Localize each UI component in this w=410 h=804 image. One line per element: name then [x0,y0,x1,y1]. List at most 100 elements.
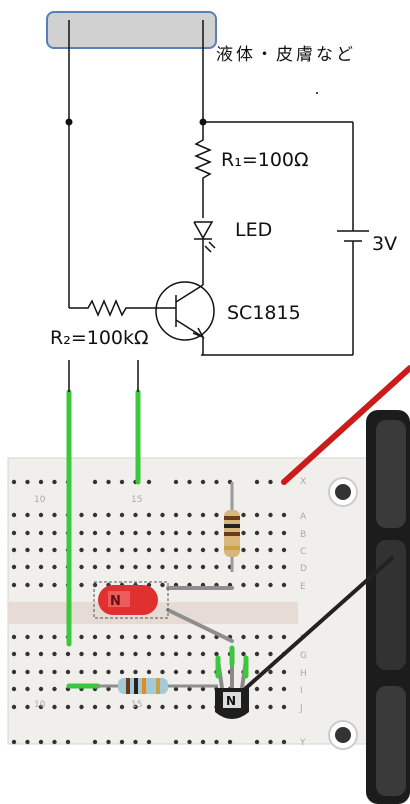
breadboard-hole [214,564,219,570]
power-rail-hole [200,739,206,745]
breadboard-hole [200,530,206,536]
breadboard-hole [79,651,84,657]
power-rail-hole [227,739,233,745]
breadboard-hole [254,634,260,640]
substance-label: 液体・皮膚など [216,45,356,65]
breadboard-hole [281,669,287,675]
breadboard-hole [119,512,125,518]
power-rail-hole [281,739,287,745]
breadboard-hole [25,686,30,692]
power-rail-hole [38,479,44,485]
junction-dot-left [65,118,73,126]
breadboard-hole [133,651,138,657]
breadboard-hole [52,704,57,710]
breadboard-hole [268,564,273,570]
transistor-collector [175,284,204,303]
breadboard-hole [38,564,44,570]
breadboard-hole [79,634,84,640]
breadboard-hole [133,530,138,536]
breadboard-hole [268,512,273,518]
battery-cell-top [376,420,406,528]
power-rail-hole [268,739,273,745]
transistor-circle [155,281,215,341]
breadboard-hole [146,669,152,675]
breadboard-hole [160,512,165,518]
breadboard-hole [25,704,30,710]
breadboard-hole [281,564,287,570]
breadboard-hole [106,704,111,710]
battery-cell-mid [376,540,406,670]
breadboard-body [7,457,381,745]
breadboard-hole [254,564,260,570]
breadboard-hole [106,686,111,692]
breadboard-hole [146,651,152,657]
battery-cell-bottom [376,686,406,796]
power-rail-hole [119,739,125,745]
breadboard-hole [92,530,98,536]
breadboard-hole [200,634,206,640]
transistor-label: SC1815 [227,302,301,324]
row-letter-x: X [300,477,306,487]
power-rail-hole [173,479,179,485]
breadboard-hole [38,686,44,692]
r2-band-2 [134,678,138,694]
breadboard-hole [119,547,125,553]
breadboard-hole [146,530,152,536]
led-arrow-2 [204,245,212,253]
row-letter-c: C [300,547,306,557]
breadboard-hole [281,634,287,640]
battery-wire-red [281,365,410,485]
breadboard-hole [160,582,165,588]
transistor-mark-bg [223,692,241,708]
power-rail-hole [214,739,219,745]
power-rail-hole [200,479,206,485]
row-letter-a: A [300,512,307,522]
power-rail-hole [119,479,125,485]
breadboard-hole [11,651,17,657]
breadboard-hole [268,582,273,588]
breadboard-hole [254,651,260,657]
breadboard-hole [11,547,17,553]
breadboard-hole [25,582,30,588]
breadboard-hole [173,530,179,536]
breadboard-hole [254,669,260,675]
r1-zigzag [194,132,212,218]
breadboard-hole [79,582,84,588]
breadboard-hole [119,704,125,710]
breadboard-hole [214,530,219,536]
breadboard-hole [92,547,98,553]
center-slot [8,602,298,624]
breadboard-hole [11,564,17,570]
breadboard-hole [11,669,17,675]
breadboard-hole [52,547,57,553]
power-rail-hole [254,739,260,745]
board-resistor-r1 [224,482,240,572]
breadboard-hole [25,564,30,570]
power-rail-hole [92,739,98,745]
breadboard-hole [241,634,246,640]
power-rail-hole [25,739,30,745]
power-rail-hole [187,739,192,745]
column-number-10-top: 10 [34,495,46,505]
breadboard-hole [160,547,165,553]
breadboard-hole [133,547,138,553]
breadboard-hole [133,512,138,518]
breadboard-hole [119,634,125,640]
breadboard-hole [106,651,111,657]
breadboard-hole [146,634,152,640]
breadboard-hole [92,582,98,588]
breadboard-hole [52,530,57,536]
power-rail-hole [214,479,219,485]
board-resistor-r2 [98,678,218,694]
power-rail-hole [92,479,98,485]
r1-band-2 [224,524,240,528]
breadboard-hole [52,564,57,570]
breadboard-hole [92,651,98,657]
breadboard-hole [106,512,111,518]
breadboard-hole [254,512,260,518]
breadboard-hole [52,651,57,657]
breadboard-hole [281,530,287,536]
power-rail-hole [187,479,192,485]
breadboard-hole [241,651,246,657]
breadboard-hole [281,704,287,710]
